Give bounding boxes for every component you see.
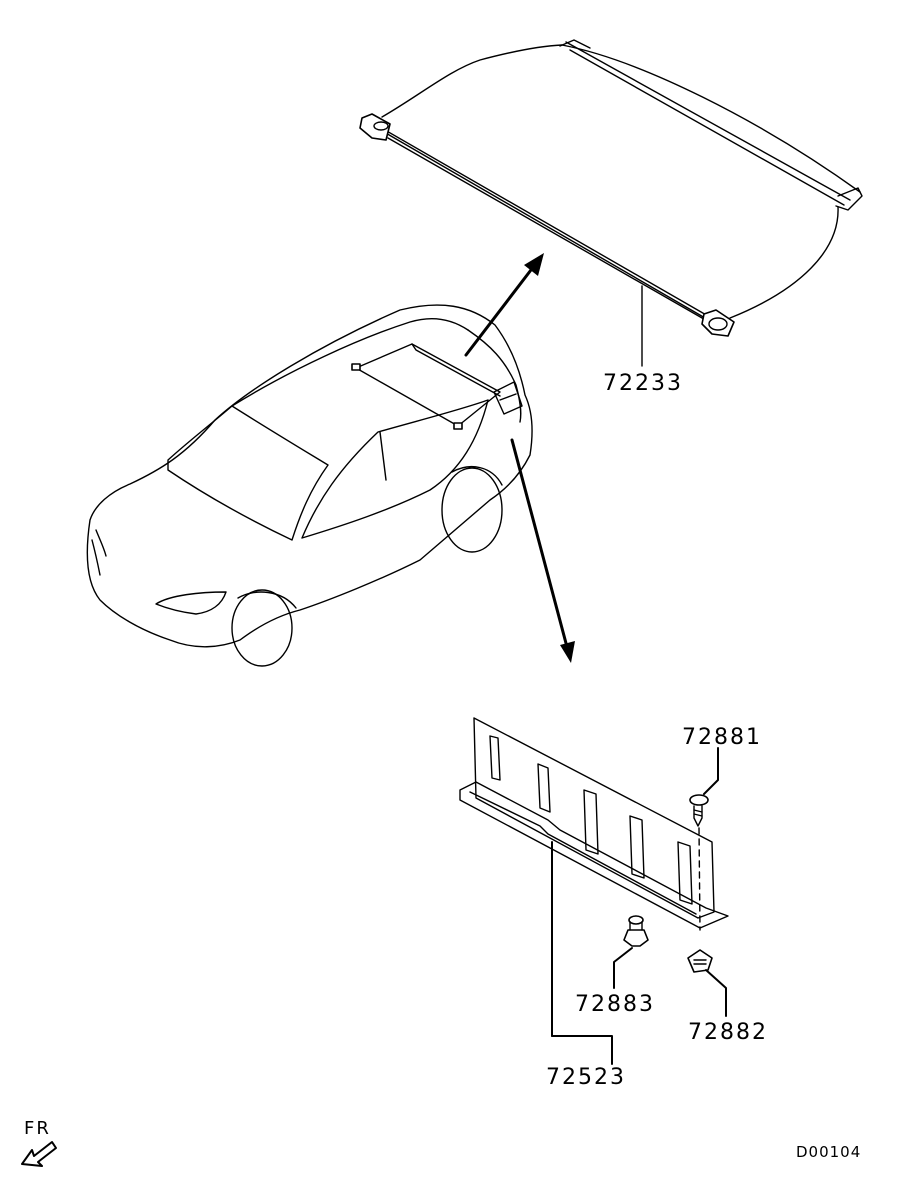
location-arrows [464, 253, 575, 663]
tonneau-cover-drawing [359, 39, 863, 367]
clip-b-drawing [687, 949, 727, 1017]
orientation-label: FR [24, 1118, 51, 1139]
partition-panel-drawing [459, 717, 729, 1065]
part-label-tonneau-cover: 72233 [603, 371, 683, 396]
clip-a-drawing [613, 915, 649, 989]
vehicle-outline [86, 304, 533, 667]
part-label-partition-panel: 72523 [546, 1065, 626, 1090]
part-label-clip-b: 72882 [688, 1020, 768, 1045]
screw-drawing [689, 747, 719, 931]
part-label-clip-a: 72883 [575, 992, 655, 1017]
part-label-screw: 72881 [682, 725, 762, 750]
front-direction-arrow-icon [21, 1141, 57, 1167]
drawing-code: D00104 [796, 1143, 861, 1161]
